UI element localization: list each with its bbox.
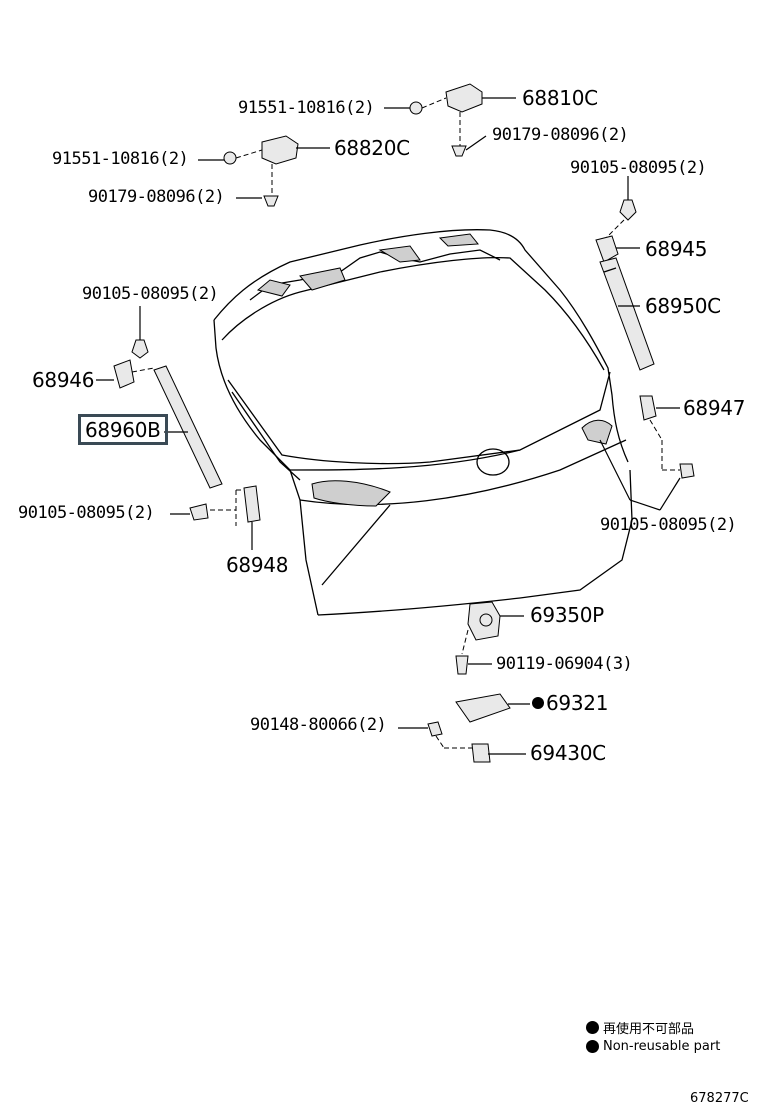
- hinge-left-assembly: [198, 135, 330, 207]
- non-reusable-dot-icon: [586, 1040, 599, 1053]
- hinge-right-assembly: [384, 83, 516, 157]
- callout-90148: 90148-80066(2): [250, 715, 387, 735]
- back-door-panel: [213, 229, 633, 616]
- callout-90119: 90119-06904(3): [496, 654, 633, 674]
- callout-90105-left: 90105-08095(2): [82, 284, 219, 304]
- handle-cover-assembly: [455, 693, 530, 723]
- callout-68960b: 68960B: [85, 418, 161, 442]
- callout-68947: 68947: [683, 396, 746, 420]
- lock-assembly: [455, 601, 524, 675]
- non-reusable-dot-icon: [586, 1021, 599, 1034]
- callout-68960b-highlight: 68960B: [78, 414, 168, 445]
- callout-91551-left: 91551-10816(2): [52, 149, 189, 169]
- callout-90179-left: 90179-08096(2): [88, 187, 225, 207]
- damper-right-assembly: [595, 176, 695, 511]
- damper-left-assembly: [96, 306, 261, 550]
- switch-assembly: [398, 721, 526, 763]
- callout-68950c: 68950C: [645, 294, 721, 318]
- callout-68820c: 68820C: [334, 136, 410, 160]
- diagram-code: 678277C: [690, 1091, 749, 1106]
- legend-text-en: Non-reusable part: [603, 1039, 721, 1054]
- callout-90179-top: 90179-08096(2): [492, 125, 629, 145]
- callout-69430c: 69430C: [530, 741, 606, 765]
- callout-90105-bottom-left: 90105-08095(2): [18, 503, 155, 523]
- callout-69350p: 69350P: [530, 603, 604, 627]
- legend-line-2: Non-reusable part: [586, 1039, 720, 1054]
- callout-68945: 68945: [645, 237, 708, 261]
- non-reusable-dot-icon: [532, 697, 544, 709]
- callout-68948: 68948: [226, 553, 289, 577]
- legend-line-1: 再使用不可部品: [586, 1018, 694, 1037]
- callout-68810c: 68810C: [522, 86, 598, 110]
- callout-91551-top: 91551-10816(2): [238, 98, 375, 118]
- callout-90105-top-right: 90105-08095(2): [570, 158, 707, 178]
- callout-90105-bottom-right: 90105-08095(2): [600, 515, 737, 535]
- callout-69321: 69321: [546, 691, 609, 715]
- legend-text-jp: 再使用不可部品: [603, 1022, 695, 1037]
- callout-69321-group: 69321: [532, 693, 608, 713]
- callout-68946: 68946: [32, 368, 95, 392]
